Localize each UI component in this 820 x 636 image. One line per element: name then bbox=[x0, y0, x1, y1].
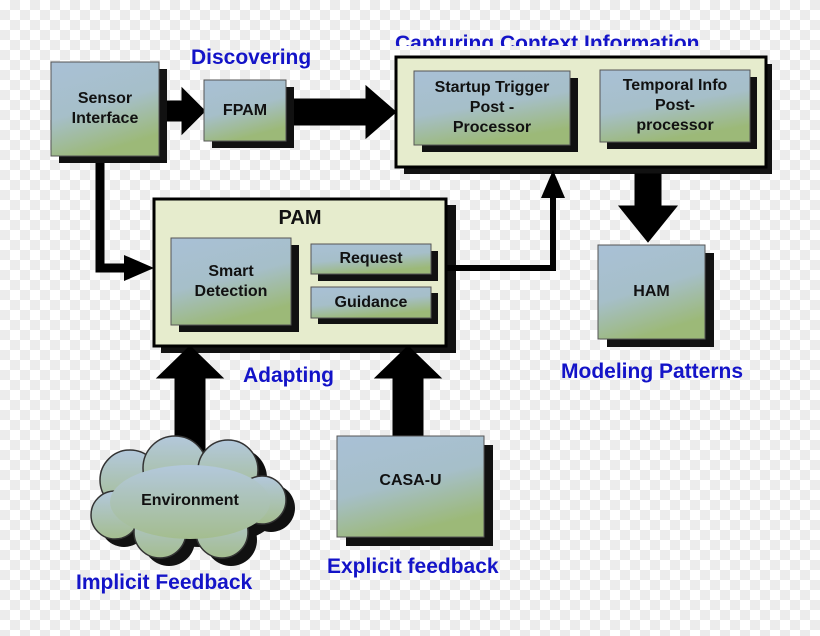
modeling-patterns-caption: Modeling Patterns bbox=[561, 360, 744, 383]
ham-label: HAM bbox=[633, 283, 670, 300]
temporal-info-box bbox=[599, 69, 757, 149]
arrow-environment-to-pam bbox=[155, 345, 225, 456]
discovering-caption: Discovering bbox=[191, 46, 312, 69]
arrow-sensor-to-pam-head bbox=[124, 255, 154, 281]
fpam-box bbox=[203, 79, 294, 148]
request-label: Request bbox=[339, 250, 403, 267]
capturing-caption: Capturing Context Information bbox=[395, 18, 755, 46]
casa-u-label: CASA-U bbox=[379, 472, 442, 489]
arrow-sensor-to-pam-line bbox=[95, 156, 127, 273]
casa-u-box bbox=[336, 435, 493, 546]
sensor-interface-label: Sensor Interface bbox=[71, 90, 139, 127]
arrow-casau-to-pam bbox=[373, 345, 443, 437]
explicit-feedback-caption: Explicit feedback bbox=[327, 555, 499, 578]
arrows bbox=[95, 84, 679, 456]
request-box bbox=[310, 243, 438, 281]
arrow-fpam-to-capture bbox=[289, 84, 397, 140]
pam-title: PAM bbox=[278, 207, 322, 229]
sensor-interface-box bbox=[50, 61, 167, 163]
startup-trigger-label: Startup Trigger Post - Processor bbox=[434, 79, 550, 136]
ham-box bbox=[597, 244, 714, 347]
smart-detection-label: Smart Detection bbox=[194, 262, 268, 300]
arrow-capture-to-ham bbox=[617, 173, 679, 243]
guidance-box bbox=[310, 286, 438, 324]
environment-cloud bbox=[90, 435, 295, 566]
arrow-pam-to-capture-head bbox=[541, 170, 565, 198]
temporal-info-label: Temporal Info Post- processor bbox=[622, 77, 728, 134]
smart-detection-box bbox=[170, 237, 299, 332]
fpam-label: FPAM bbox=[222, 101, 268, 119]
environment-label: Environment bbox=[141, 492, 239, 509]
implicit-feedback-caption: Implicit Feedback bbox=[76, 571, 253, 594]
guidance-label: Guidance bbox=[334, 293, 408, 311]
arrow-pam-to-capture-line bbox=[446, 196, 556, 271]
capturing-caption-text: Capturing Context Information bbox=[395, 32, 700, 46]
startup-trigger-box bbox=[413, 70, 578, 152]
adapting-caption: Adapting bbox=[243, 364, 334, 387]
